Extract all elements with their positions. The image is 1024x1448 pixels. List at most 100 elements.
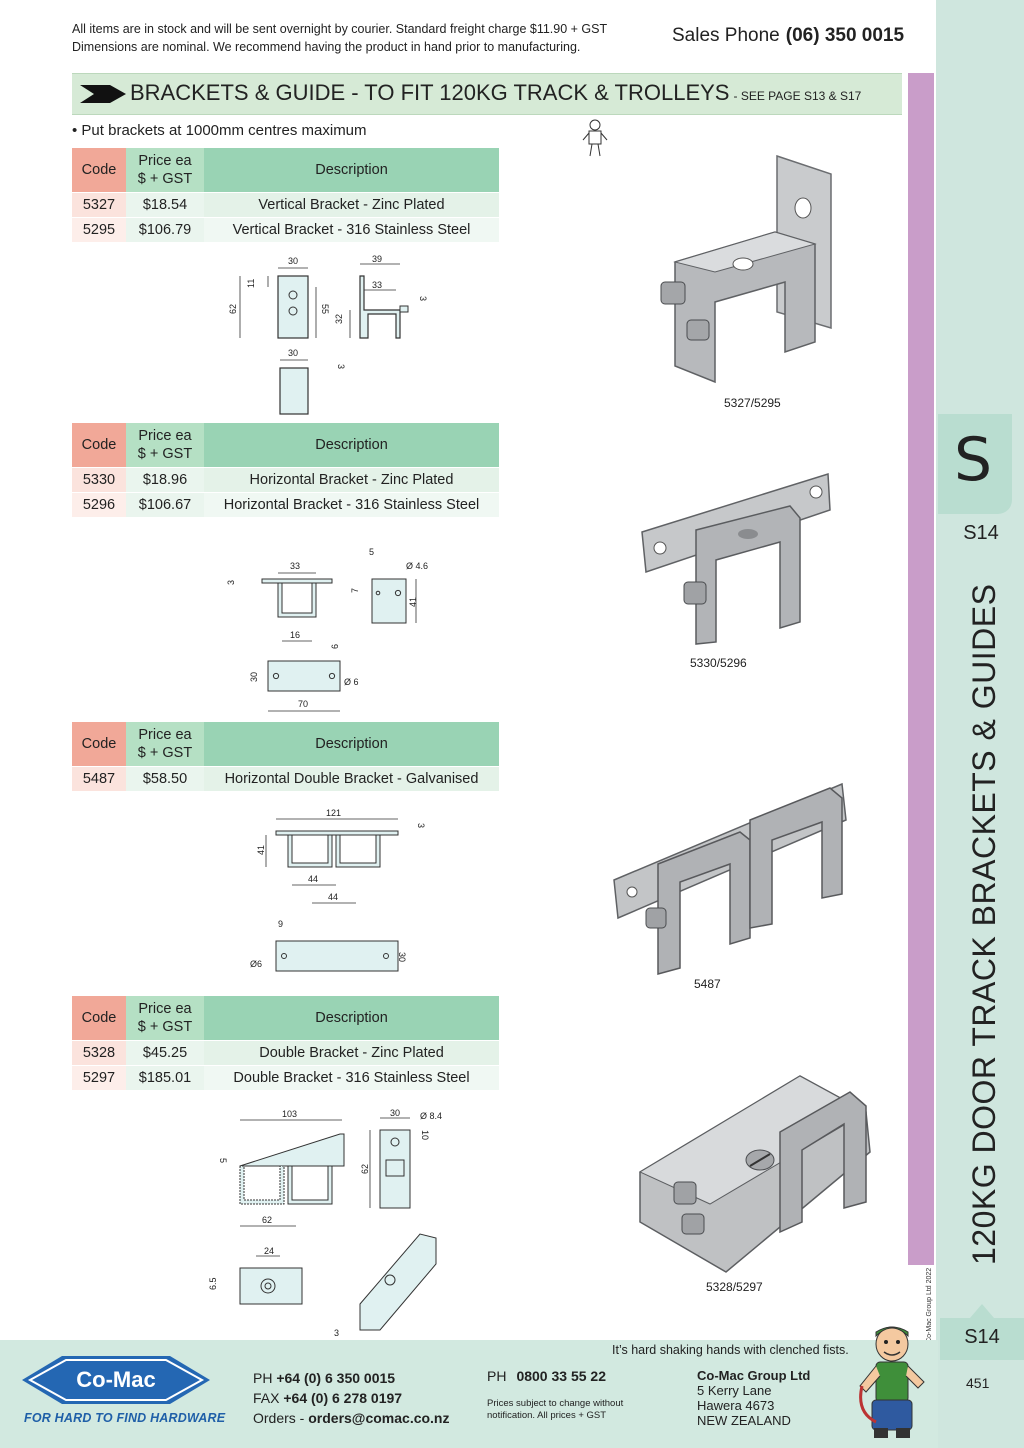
section-title-note[interactable]: - SEE PAGE S13 & S17 <box>733 89 862 103</box>
comac-logo[interactable]: Co-Mac <box>22 1352 210 1408</box>
code-header: Code <box>72 996 126 1040</box>
product-table-vertical: Code Price ea$ + GST Description 5327 $1… <box>72 148 499 242</box>
dim-label: 33 <box>372 280 382 290</box>
table-row: 5297 $185.01 Double Bracket - 316 Stainl… <box>72 1064 499 1090</box>
price-header: Price ea$ + GST <box>126 423 204 467</box>
product-code: 5297 <box>72 1064 126 1090</box>
vertical-bracket-drawing: 30 62 11 55 39 33 32 3 30 3 <box>228 254 428 415</box>
dim-label: 6 <box>330 644 340 649</box>
arrow-icon <box>80 85 126 103</box>
page-tab-arrow <box>970 1304 994 1318</box>
vertical-section-title: 120KG DOOR TRACK BRACKETS & GUIDES <box>966 583 1002 1265</box>
double-bracket-photo <box>638 1075 871 1273</box>
description-header: Description <box>204 148 499 192</box>
dim-label: 32 <box>334 314 344 324</box>
contact-block: PH +64 (0) 6 350 0015 FAX +64 (0) 6 278 … <box>253 1368 450 1428</box>
photo-caption: 5327/5295 <box>724 396 781 410</box>
table-row: 5487 $58.50 Horizontal Double Bracket - … <box>72 765 499 791</box>
dim-label: 41 <box>256 845 266 855</box>
dim-label: 55 <box>320 304 330 314</box>
table-row: 5328 $45.25 Double Bracket - Zinc Plated <box>72 1039 499 1065</box>
dim-label: 121 <box>326 808 341 818</box>
product-price: $18.54 <box>126 191 204 217</box>
photo-caption: 5487 <box>694 977 721 991</box>
fax-number: +64 (0) 6 278 0197 <box>283 1390 403 1406</box>
sales-phone-number[interactable]: (06) 350 0015 <box>785 25 905 46</box>
section-color-bar <box>908 73 934 1265</box>
dim-label: 16 <box>290 630 300 640</box>
table-row: 5327 $18.54 Vertical Bracket - Zinc Plat… <box>72 191 499 217</box>
dim-label: 3 <box>334 1328 339 1338</box>
horizontal-bracket-drawing: 33 3 16 5 Ø 4.6 7 41 6 30 Ø 6 70 <box>226 547 428 712</box>
dim-label: 39 <box>372 254 382 264</box>
side-band <box>936 0 1024 1448</box>
dim-label: 33 <box>290 561 300 571</box>
code-header: Code <box>72 148 126 192</box>
price-header: Price ea$ + GST <box>126 722 204 766</box>
dim-label: Ø 6 <box>344 677 359 687</box>
dim-label: 62 <box>360 1164 370 1174</box>
phone-label: PH <box>253 1370 273 1386</box>
dim-label: Ø 4.6 <box>406 561 428 571</box>
product-table-double: Code Price ea$ + GST Description 5328 $4… <box>72 996 499 1090</box>
dim-label: 5 <box>369 547 374 557</box>
dim-label: 3 <box>336 364 346 369</box>
dim-label: 44 <box>308 874 318 884</box>
product-description: Double Bracket - 316 Stainless Steel <box>204 1064 499 1090</box>
price-header-line1: Price ea <box>138 152 192 169</box>
product-price: $185.01 <box>126 1064 204 1090</box>
product-table-horizontal: Code Price ea$ + GST Description 5330 $1… <box>72 423 499 517</box>
product-code: 5328 <box>72 1039 126 1065</box>
description-header: Description <box>204 423 499 467</box>
dim-label: 30 <box>390 1108 400 1118</box>
dim-label: 6.5 <box>208 1277 218 1290</box>
product-price: $58.50 <box>126 765 204 791</box>
sales-phone: Sales Phone(06) 350 0015 <box>672 25 904 47</box>
product-description: Horizontal Double Bracket - Galvanised <box>204 765 499 791</box>
price-header-line2: $ + GST <box>137 170 193 187</box>
dim-label: 3 <box>416 823 426 828</box>
sales-phone-label: Sales Phone <box>672 25 780 46</box>
product-description: Horizontal Bracket - Zinc Plated <box>204 466 499 492</box>
dim-label: 9 <box>278 919 283 929</box>
table-row: 5296 $106.67 Horizontal Bracket - 316 St… <box>72 491 499 517</box>
product-description: Horizontal Bracket - 316 Stainless Steel <box>204 491 499 517</box>
photo-caption: 5330/5296 <box>690 656 747 670</box>
footer-quote: It’s hard shaking hands with clenched fi… <box>612 1343 849 1357</box>
section-letter: S <box>953 425 993 495</box>
phone-number[interactable]: +64 (0) 6 350 0015 <box>276 1370 396 1386</box>
product-code: 5487 <box>72 765 126 791</box>
orders-email-link[interactable]: orders@comac.co.nz <box>308 1410 450 1426</box>
phone-line: PH +64 (0) 6 350 0015 <box>253 1368 450 1388</box>
product-table-double-horizontal: Code Price ea$ + GST Description 5487 $5… <box>72 722 499 791</box>
dim-label: 30 <box>249 672 259 682</box>
bullet-note: • Put brackets at 1000mm centres maximum <box>72 122 367 139</box>
product-description: Vertical Bracket - Zinc Plated <box>204 191 499 217</box>
company-name: Co-Mac Group Ltd <box>697 1368 811 1383</box>
double-bracket-drawing: 103 5 62 30 Ø 8.4 10 62 24 6.5 3 <box>208 1108 442 1338</box>
dim-label: 62 <box>228 304 238 314</box>
dim-label: 30 <box>288 348 298 358</box>
table-header-row: Code Price ea$ + GST Description <box>72 722 499 766</box>
section-title: BRACKETS & GUIDE - TO FIT 120KG TRACK & … <box>130 80 861 106</box>
price-header-line2: $ + GST <box>137 744 193 761</box>
product-price: $45.25 <box>126 1039 204 1065</box>
dim-label: 11 <box>246 279 256 288</box>
price-disclaimer: Prices subject to change without notific… <box>487 1398 624 1421</box>
description-header: Description <box>204 722 499 766</box>
description-header: Description <box>204 996 499 1040</box>
mascot-small-icon <box>582 119 608 157</box>
code-header: Code <box>72 423 126 467</box>
dim-label: 103 <box>282 1109 297 1119</box>
dim-label: Ø6 <box>250 959 262 969</box>
freephone-number[interactable]: 0800 33 55 22 <box>516 1368 606 1384</box>
orders-label: Orders - <box>253 1410 305 1426</box>
section-tab <box>938 414 1012 514</box>
address-line: Hawera 4673 <box>697 1398 775 1413</box>
product-code: 5296 <box>72 491 126 517</box>
address-line: 5 Kerry Lane <box>697 1383 772 1398</box>
logo-tagline: FOR HARD TO FIND HARDWARE <box>24 1411 226 1425</box>
dim-label: 3 <box>226 580 236 585</box>
company-address: Co-Mac Group Ltd 5 Kerry Lane Hawera 467… <box>697 1368 810 1428</box>
product-price: $106.67 <box>126 491 204 517</box>
